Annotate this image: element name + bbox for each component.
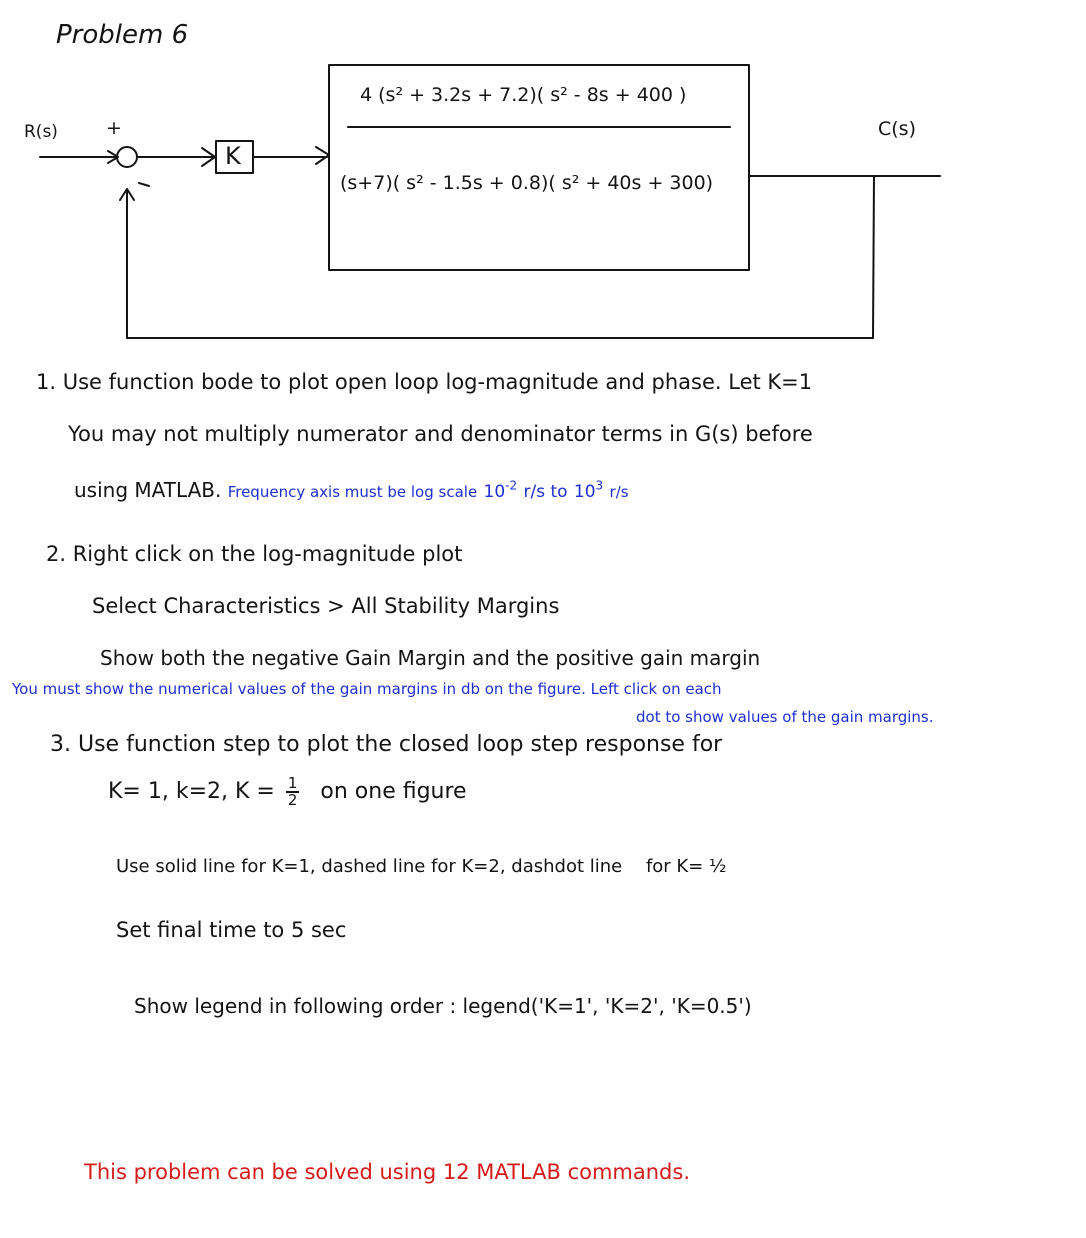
freq-to-base: 10 [573, 482, 596, 502]
item1-line3-blue: Frequency axis must be log scale [227, 483, 478, 501]
line-style-spec-end: for K= ½ [645, 856, 727, 877]
block-diagram [39, 64, 941, 339]
feedback-path [126, 175, 875, 339]
item3-line3: Use solid line for K=1, dashed line for … [116, 856, 726, 877]
half-numerator: 1 [285, 774, 300, 793]
item3-line5: Show legend in following order : legend(… [134, 994, 752, 1018]
item2-line2: Select Characteristics > All Stability M… [92, 594, 560, 618]
item2-line1: 2. Right click on the log-magnitude plot [46, 542, 463, 566]
footer-note: This problem can be solved using 12 MATL… [84, 1160, 690, 1184]
transfer-numerator: 4 (s² + 3.2s + 7.2)( s² - 8s + 400 ) [360, 84, 687, 106]
item2-line5: dot to show values of the gain margins. [636, 708, 934, 726]
minus-mark [138, 182, 150, 187]
freq-unit-a: r/s to [523, 482, 568, 502]
gain-label: K [225, 142, 241, 170]
item1-line3: using MATLAB. Frequency axis must be log… [74, 478, 629, 502]
item3-line2: K= 1, k=2, K = 1 2 on one figure [108, 776, 467, 808]
line-style-spec: Use solid line for K=1, dashed line for … [116, 856, 623, 877]
feedback-arrowhead [119, 188, 135, 201]
item1-line1: 1. Use function bode to plot open loop l… [36, 370, 813, 394]
transfer-denominator: (s+7)( s² - 1.5s + 0.8)( s² + 40s + 300) [340, 172, 714, 194]
k-values: K= 1, k=2, K = [108, 779, 275, 804]
freq-from-exp: -2 [505, 478, 518, 493]
output-label: C(s) [878, 118, 916, 140]
item2-line3: Show both the negative Gain Margin and t… [100, 646, 761, 670]
item2-line4: You must show the numerical values of th… [12, 680, 722, 698]
freq-from-base: 10 [483, 482, 506, 502]
item1-line3-black: using MATLAB. [74, 478, 222, 502]
item1-line2: You may not multiply numerator and denom… [68, 422, 813, 446]
summing-junction [116, 146, 138, 168]
plant-arrowhead [315, 146, 330, 165]
one-half-fraction: 1 2 [285, 774, 300, 809]
item3-line4: Set final time to 5 sec [116, 918, 347, 942]
input-label: R(s) [24, 122, 58, 142]
half-denominator: 2 [287, 791, 298, 809]
freq-to-exp: 3 [595, 478, 604, 493]
item3-line1: 3. Use function step to plot the closed … [50, 732, 723, 757]
plus-sign: + [106, 117, 122, 139]
plant-block [328, 64, 750, 271]
freq-unit-b: r/s [609, 483, 629, 501]
problem-title: Problem 6 [56, 20, 189, 50]
on-one-figure: on one figure [320, 779, 467, 804]
